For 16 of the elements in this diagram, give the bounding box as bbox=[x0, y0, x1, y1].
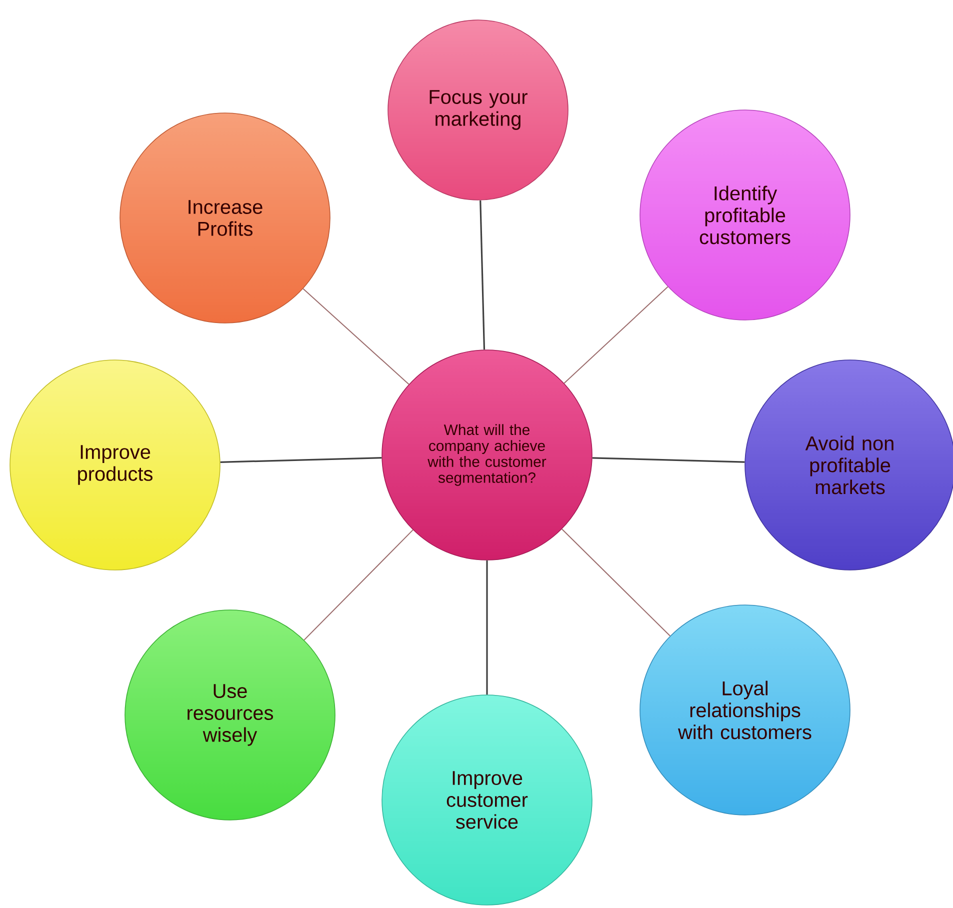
circle-node: Identify profitable customers bbox=[640, 110, 850, 320]
connector-line bbox=[480, 200, 486, 350]
connector-line bbox=[561, 528, 671, 636]
circle-node: Loyal relationships with customers bbox=[640, 604, 850, 816]
circle-node: What will the company achieve with the customer segmentation? bbox=[382, 350, 592, 560]
connector-line bbox=[486, 560, 488, 695]
connector-line bbox=[304, 529, 414, 641]
circle-node: Focus your marketing bbox=[388, 20, 568, 200]
connector-line bbox=[220, 457, 382, 463]
connector-line bbox=[302, 288, 410, 385]
circle-node: Improve customer service bbox=[382, 694, 592, 906]
circle-node: Use resources wisely bbox=[124, 610, 336, 820]
circle-node: Improve products bbox=[10, 360, 220, 570]
circle-node: Increase Profits bbox=[120, 112, 330, 324]
connector-line bbox=[592, 457, 745, 463]
connector-line bbox=[564, 286, 668, 384]
